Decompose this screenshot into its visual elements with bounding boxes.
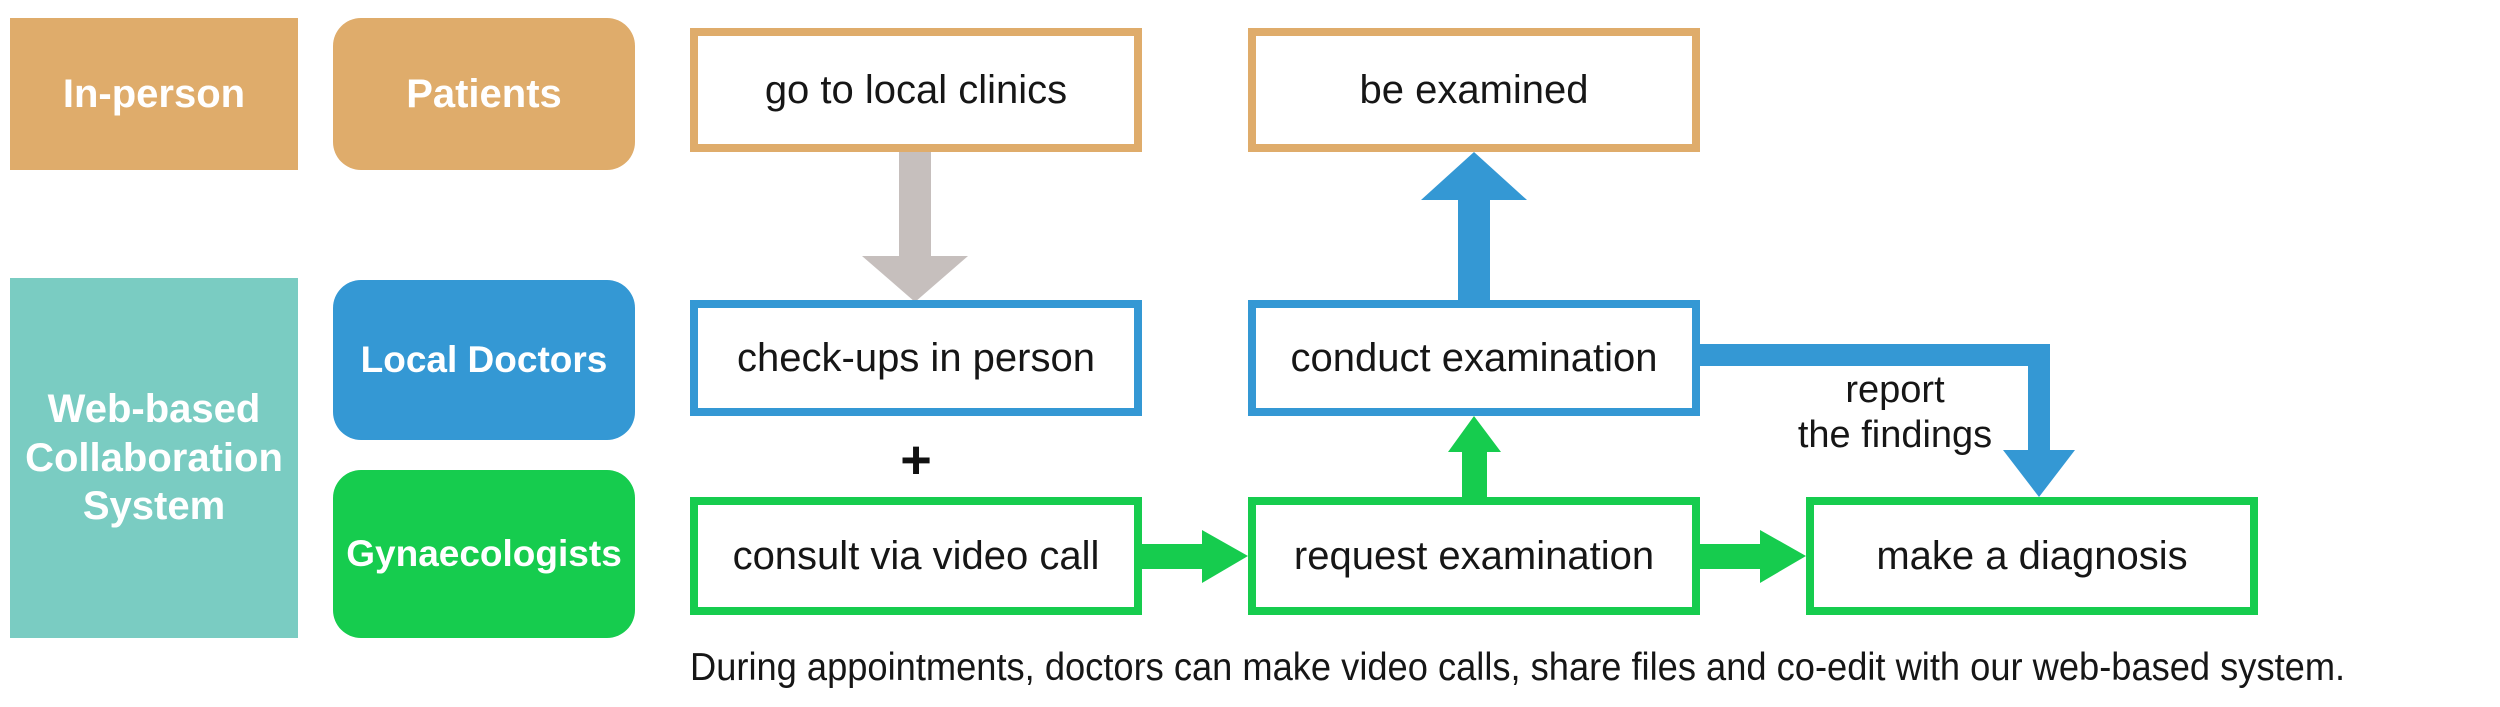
node-go-to-local-clinics: go to local clinics bbox=[690, 28, 1142, 152]
lane-in-person: In-person bbox=[10, 18, 298, 170]
lane-web-line-2: Collaboration bbox=[25, 435, 283, 480]
lane-web-line-1: Web-based bbox=[47, 386, 261, 431]
arrow-conduct-to-be-examined bbox=[1421, 152, 1527, 302]
node-check-ups-in-person-label: check-ups in person bbox=[737, 335, 1095, 380]
edge-label-line-1: report bbox=[1845, 369, 1945, 411]
node-check-ups-in-person: check-ups in person bbox=[690, 300, 1142, 416]
role-pill-local-doctors-label: Local Doctors bbox=[360, 339, 608, 380]
role-pill-gynaecologists: Gynaecologists bbox=[333, 470, 635, 638]
node-request-examination-label: request examination bbox=[1293, 533, 1655, 578]
node-consult-via-video-call-label: consult via video call bbox=[732, 533, 1100, 578]
plus-operator-symbol: + bbox=[900, 430, 932, 490]
arrow-request-to-diagnosis bbox=[1700, 530, 1806, 583]
node-conduct-examination: conduct examination bbox=[1248, 300, 1700, 416]
node-conduct-examination-label: conduct examination bbox=[1290, 335, 1658, 380]
lane-in-person-label: In-person bbox=[62, 71, 246, 116]
role-pill-patients-label: Patients bbox=[406, 71, 562, 116]
node-be-examined-label: be examined bbox=[1359, 67, 1589, 112]
node-be-examined: be examined bbox=[1248, 28, 1700, 152]
role-pill-local-doctors: Local Doctors bbox=[333, 280, 635, 440]
diagram-caption: During appointments, doctors can make vi… bbox=[690, 640, 2373, 696]
arrow-clinics-to-checkups bbox=[862, 152, 968, 302]
node-make-a-diagnosis-label: make a diagnosis bbox=[1876, 533, 2188, 578]
edge-label-report-the-findings: report the findings bbox=[1760, 368, 2030, 458]
lane-web-based-label: Web-based Collaboration System bbox=[25, 385, 283, 531]
arrow-request-to-conduct bbox=[1448, 416, 1501, 498]
node-request-examination: request examination bbox=[1248, 497, 1700, 615]
lane-web-based-collaboration-system: Web-based Collaboration System bbox=[10, 278, 298, 638]
node-consult-via-video-call: consult via video call bbox=[690, 497, 1142, 615]
role-pill-gynaecologists-label: Gynaecologists bbox=[346, 533, 622, 574]
lane-web-line-3: System bbox=[82, 484, 226, 529]
diagram-caption-text: During appointments, doctors can make vi… bbox=[690, 646, 2346, 689]
arrow-consult-to-request bbox=[1142, 530, 1248, 583]
plus-operator: + bbox=[690, 432, 1142, 488]
edge-label-line-2: the findings bbox=[1797, 413, 1993, 456]
node-go-to-local-clinics-label: go to local clinics bbox=[764, 67, 1068, 112]
role-pill-patients: Patients bbox=[333, 18, 635, 170]
node-make-a-diagnosis: make a diagnosis bbox=[1806, 497, 2258, 615]
